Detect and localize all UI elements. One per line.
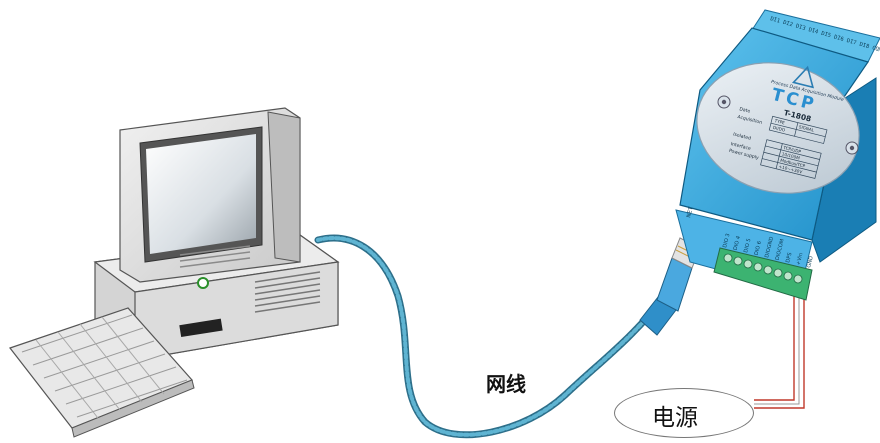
terminal-label: DIOGND bbox=[764, 236, 775, 258]
terminal-label: DIO 5 bbox=[743, 238, 752, 254]
tcp-module-icon: DI1 DI2 DI3 DI4 DI5 DI6 DI7 DI8 COM DO1 … bbox=[675, 9, 880, 301]
terminal-label: +Vin bbox=[796, 252, 805, 266]
cable-label: 网线 bbox=[486, 372, 526, 396]
terminal-label: DIO 3 bbox=[722, 233, 731, 249]
power-source-oval bbox=[614, 388, 754, 438]
plate-field-label: Date bbox=[739, 106, 751, 115]
power-wires bbox=[754, 262, 805, 409]
terminal-label: DIO 4 bbox=[733, 235, 743, 251]
plate-field-value: TYPE bbox=[773, 118, 786, 126]
plate-field-label: Isolated bbox=[732, 131, 751, 141]
plate-field-label: Acquisition bbox=[737, 114, 763, 126]
net-port-label: NET bbox=[686, 206, 695, 219]
plate-field-value: DI/DO bbox=[772, 125, 786, 133]
plate-field-value: TCP/UDP bbox=[782, 145, 802, 155]
terminal-label: DIO 6 bbox=[754, 240, 763, 256]
network-cable bbox=[314, 234, 666, 439]
plate-field-label: Interface bbox=[730, 141, 752, 152]
computer-icon bbox=[9, 107, 340, 438]
power-label: 电源 bbox=[652, 405, 698, 431]
plate-field-value: 10/100M bbox=[781, 151, 800, 160]
plate-field-value: SIGNAL bbox=[798, 124, 815, 133]
terminal-label: DIOCOM bbox=[775, 238, 786, 261]
plate-field-value: Modbus/TCP bbox=[780, 158, 806, 169]
terminal-label: GND bbox=[806, 255, 815, 268]
plate-field-value: +10~+30V bbox=[778, 164, 803, 175]
terminal-label: DPS bbox=[785, 252, 793, 264]
